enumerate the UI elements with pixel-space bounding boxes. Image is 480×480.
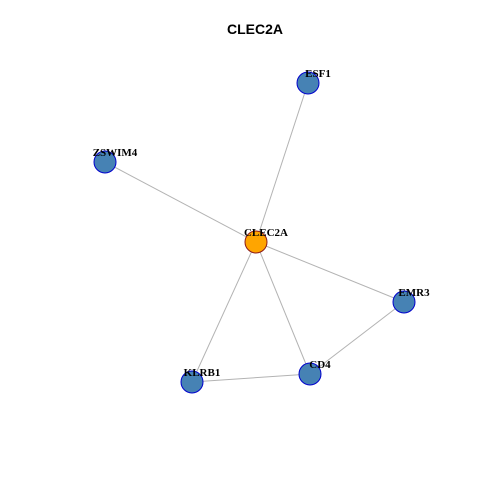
graph-title: CLEC2A xyxy=(226,21,283,37)
edges-layer xyxy=(104,82,405,383)
node-label-cd4: CD4 xyxy=(309,359,331,371)
node-label-clec2a: CLEC2A xyxy=(244,227,288,239)
node-label-zswim4: ZSWIM4 xyxy=(93,147,138,159)
edge-clec2a-zswim4 xyxy=(104,161,257,243)
node-clec2a[interactable] xyxy=(244,230,268,254)
edge-clec2a-cd4 xyxy=(255,241,311,375)
node-esf1[interactable] xyxy=(296,71,320,95)
node-zswim4[interactable] xyxy=(93,150,117,174)
nodes-layer xyxy=(93,71,416,394)
node-emr3[interactable] xyxy=(392,290,416,314)
edge-clec2a-emr3 xyxy=(255,241,405,303)
node-label-emr3: EMR3 xyxy=(398,287,430,299)
node-klrb1[interactable] xyxy=(180,370,204,394)
edge-emr3-cd4 xyxy=(309,301,405,375)
node-label-klrb1: KLRB1 xyxy=(184,367,221,379)
node-cd4[interactable] xyxy=(298,362,322,386)
edge-clec2a-klrb1 xyxy=(191,241,257,383)
node-label-esf1: ESF1 xyxy=(305,68,331,80)
edge-clec2a-esf1 xyxy=(255,82,309,243)
edge-cd4-klrb1 xyxy=(191,373,311,383)
